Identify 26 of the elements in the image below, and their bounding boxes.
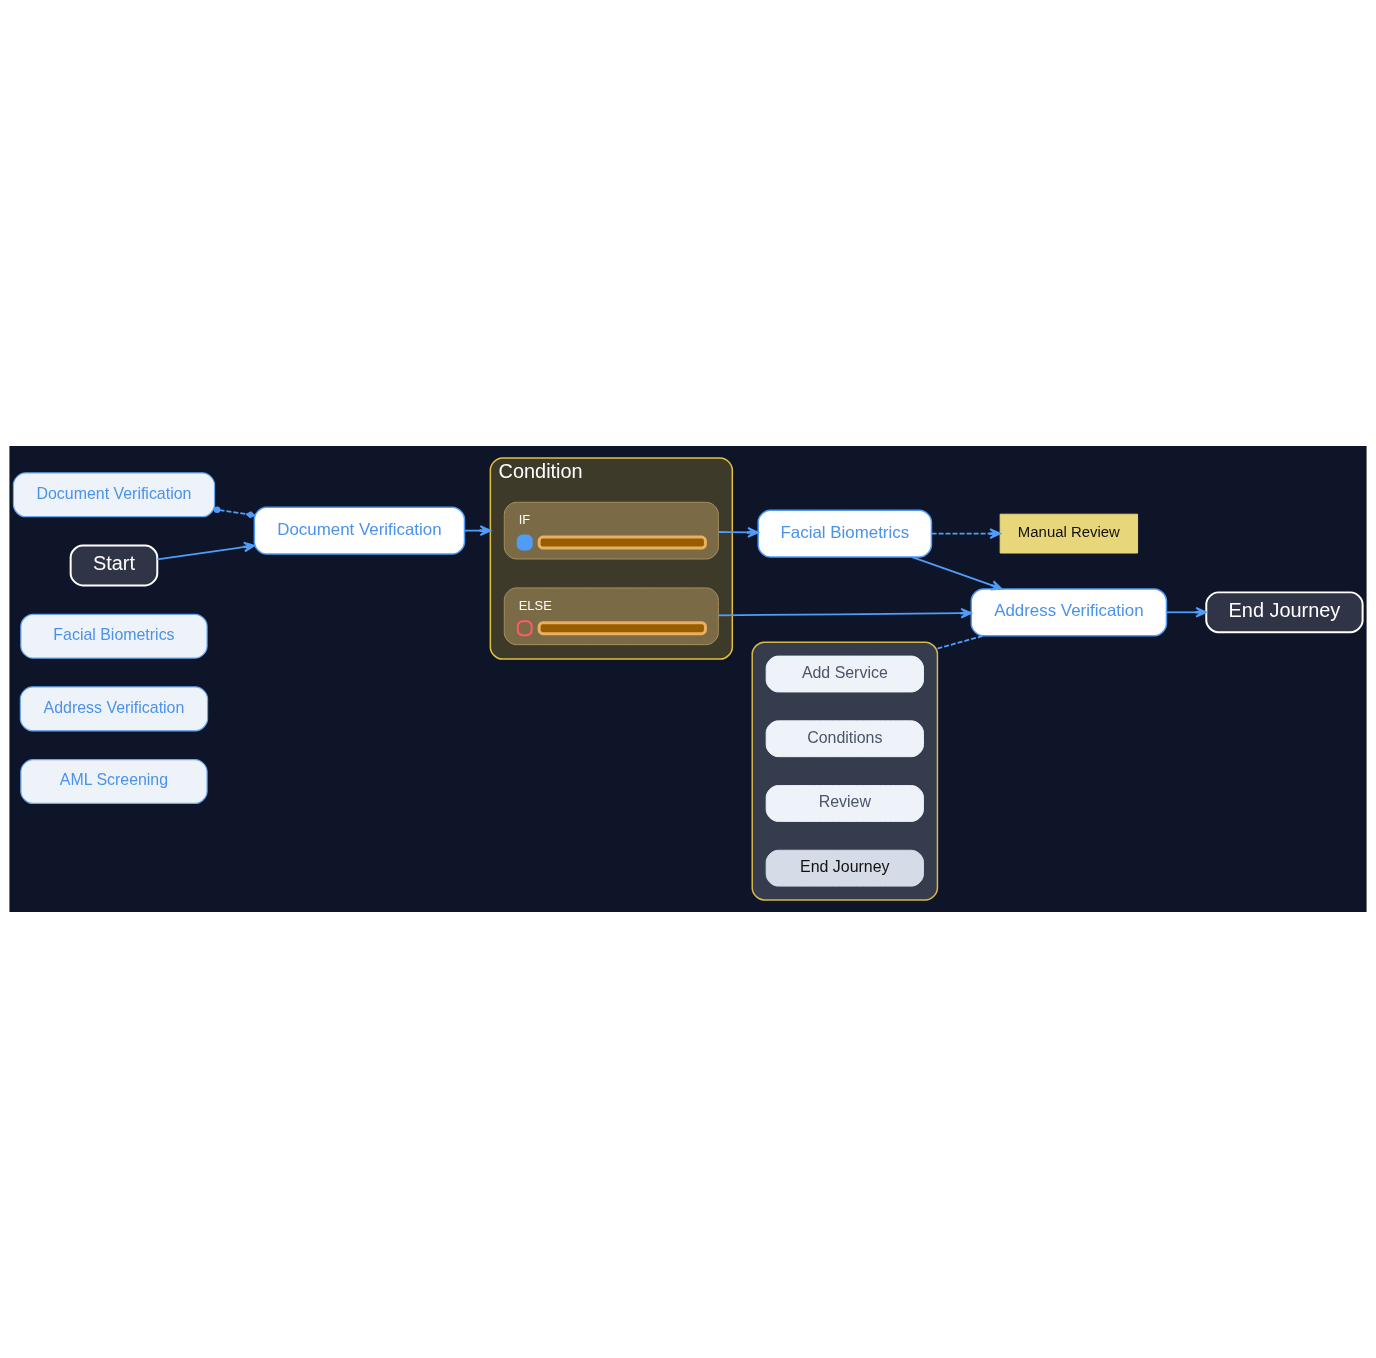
node-box: ELSE xyxy=(503,587,719,646)
connector xyxy=(213,506,256,519)
node-box: Address Verification xyxy=(19,686,209,732)
node-box: Facial Biometrics xyxy=(20,613,208,659)
arrow xyxy=(930,528,1002,539)
arrow xyxy=(463,525,492,536)
cluster xyxy=(751,641,939,901)
node-box: Document Verification xyxy=(12,472,216,518)
arrow xyxy=(717,607,973,619)
arrow xyxy=(1165,606,1208,618)
node-box: Document Verification xyxy=(253,506,466,555)
node-box: Conditions xyxy=(765,720,924,758)
node-box: End Journey xyxy=(1205,591,1364,634)
node-box: Start xyxy=(69,544,159,587)
node-box: Add Service xyxy=(765,655,924,693)
node-box: Facial Biometrics xyxy=(757,509,933,558)
connector xyxy=(936,634,985,650)
arrow xyxy=(911,556,1003,591)
node-box: AML Screening xyxy=(20,759,208,805)
node-box: Address Verification xyxy=(970,588,1168,637)
node-box: IF xyxy=(503,501,719,560)
node-box: Review xyxy=(765,785,924,822)
arrow xyxy=(156,541,256,561)
arrow xyxy=(717,527,759,538)
node-box: Manual Review xyxy=(999,513,1139,554)
node-box: End Journey xyxy=(765,849,924,887)
